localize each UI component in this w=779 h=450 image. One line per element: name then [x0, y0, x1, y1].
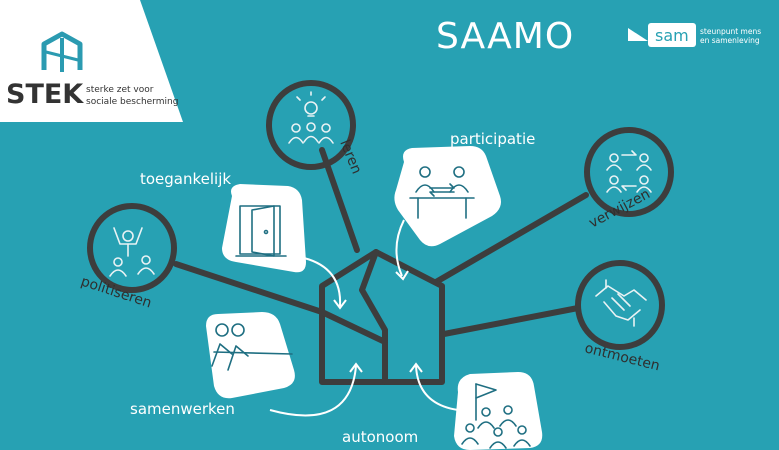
lightbulb-people-icon [288, 91, 334, 144]
stek-title: STEK [6, 79, 84, 110]
node-toegankelijk [222, 184, 306, 273]
sam-logo: sam steunpunt mens en samenleving [628, 23, 761, 47]
arrows [269, 219, 459, 417]
protest-people-icon [109, 227, 155, 277]
node-autonoom [454, 372, 543, 450]
table-people-icon [409, 166, 475, 219]
people-exchange-icon [606, 150, 652, 193]
arrow-samenwerken [269, 365, 357, 417]
node-participatie [394, 146, 501, 247]
node-ontmoeten [575, 260, 665, 350]
stek-tagline-1: sterke zet voor [86, 85, 154, 95]
stek-logo: STEK sterke zet voor sociale bescherming [0, 0, 183, 122]
sam-tagline-2: en samenleving [700, 36, 760, 45]
handshake-icon [595, 279, 647, 327]
arrow-autonoom [415, 365, 459, 411]
line-verwijzen [433, 192, 589, 285]
node-politiseren [87, 203, 177, 293]
stek-tagline-2: sociale bescherming [86, 97, 178, 107]
stek-house-icon [41, 31, 83, 72]
arrow-toegankelijk [303, 257, 342, 307]
label-politiseren: politiseren [79, 274, 154, 312]
label-participatie: participatie [450, 130, 535, 148]
tug-of-war-icon [211, 323, 293, 371]
label-toegankelijk: toegankelijk [140, 170, 231, 188]
label-samenwerken: samenwerken [130, 400, 235, 418]
label-autonoom: autonoom [342, 428, 418, 446]
arrow-participatie [395, 219, 405, 277]
sam-tagline-1: steunpunt mens [700, 27, 761, 36]
line-politiseren [173, 261, 325, 315]
node-verwijzen [584, 127, 674, 217]
open-door-icon [235, 205, 287, 257]
node-leren [266, 80, 356, 170]
line-ontmoeten [441, 305, 581, 337]
saamo-logo: SAAMO [436, 16, 574, 57]
flag-people-icon [461, 383, 531, 449]
house-shape [319, 249, 445, 385]
node-samenwerken [206, 312, 295, 399]
sam-logo-text: sam [655, 26, 689, 45]
